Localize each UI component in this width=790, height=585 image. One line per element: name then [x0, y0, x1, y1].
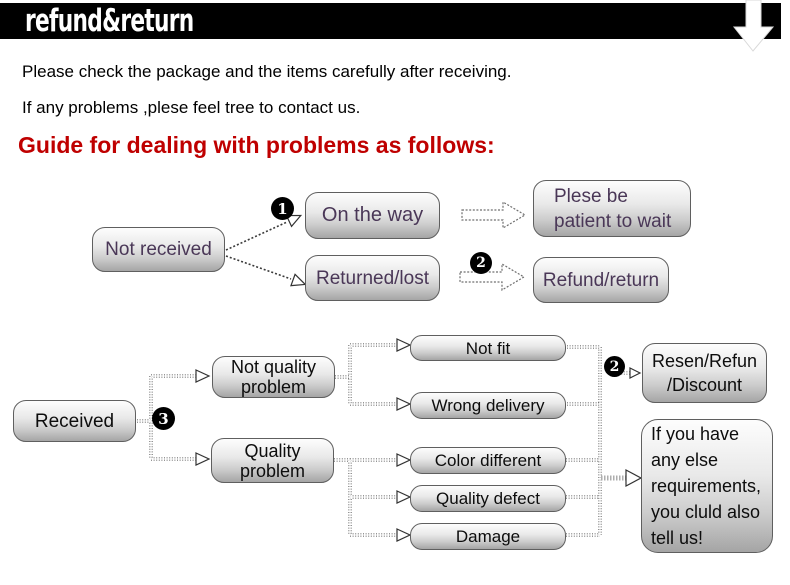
down-arrow-icon — [732, 0, 775, 52]
step-3-badge: 3 — [152, 407, 175, 430]
flow-box-quality-problem: Quality problem — [211, 438, 334, 483]
flow-box-not-quality-problem: Not quality problem — [212, 356, 335, 398]
flow-box-quality-defect: Quality defect — [410, 485, 566, 512]
banner: refund&return — [0, 3, 781, 39]
flow-box-damage: Damage — [410, 523, 566, 550]
flow-box-not-fit: Not fit — [410, 335, 566, 361]
step-1-badge: 1 — [271, 197, 294, 220]
intro-line-2: If any problems ,plese feel tree to cont… — [22, 98, 361, 117]
flow-box-not-received: Not received — [92, 227, 225, 272]
flow-box-wrong-delivery: Wrong delivery — [410, 392, 566, 419]
flow-box-color-different: Color different — [410, 447, 566, 474]
banner-title: refund&return — [25, 3, 194, 39]
step-2b-badge: 2 — [604, 356, 625, 377]
flow-box-plese-be-patient: Plese be patient to wait — [533, 180, 691, 237]
arrow-returned-to-refund — [459, 262, 526, 292]
flow-box-received: Received — [13, 400, 136, 442]
intro-line-1: Please check the package and the items c… — [22, 62, 512, 81]
guide-heading: Guide for dealing with problems as follo… — [18, 132, 495, 158]
step-2-badge: 2 — [470, 252, 492, 274]
flow-box-on-the-way: On the way — [305, 192, 440, 239]
flow-box-resen-refund-discount: Resen/Refun /Discount — [642, 343, 767, 403]
flow-box-note: If you have any else requirements, you c… — [641, 419, 773, 553]
flow-box-refund-return: Refund/return — [533, 257, 669, 303]
flow-box-returned-lost: Returned/lost — [305, 255, 440, 301]
arrow-on-the-way-to-wait — [461, 200, 527, 230]
